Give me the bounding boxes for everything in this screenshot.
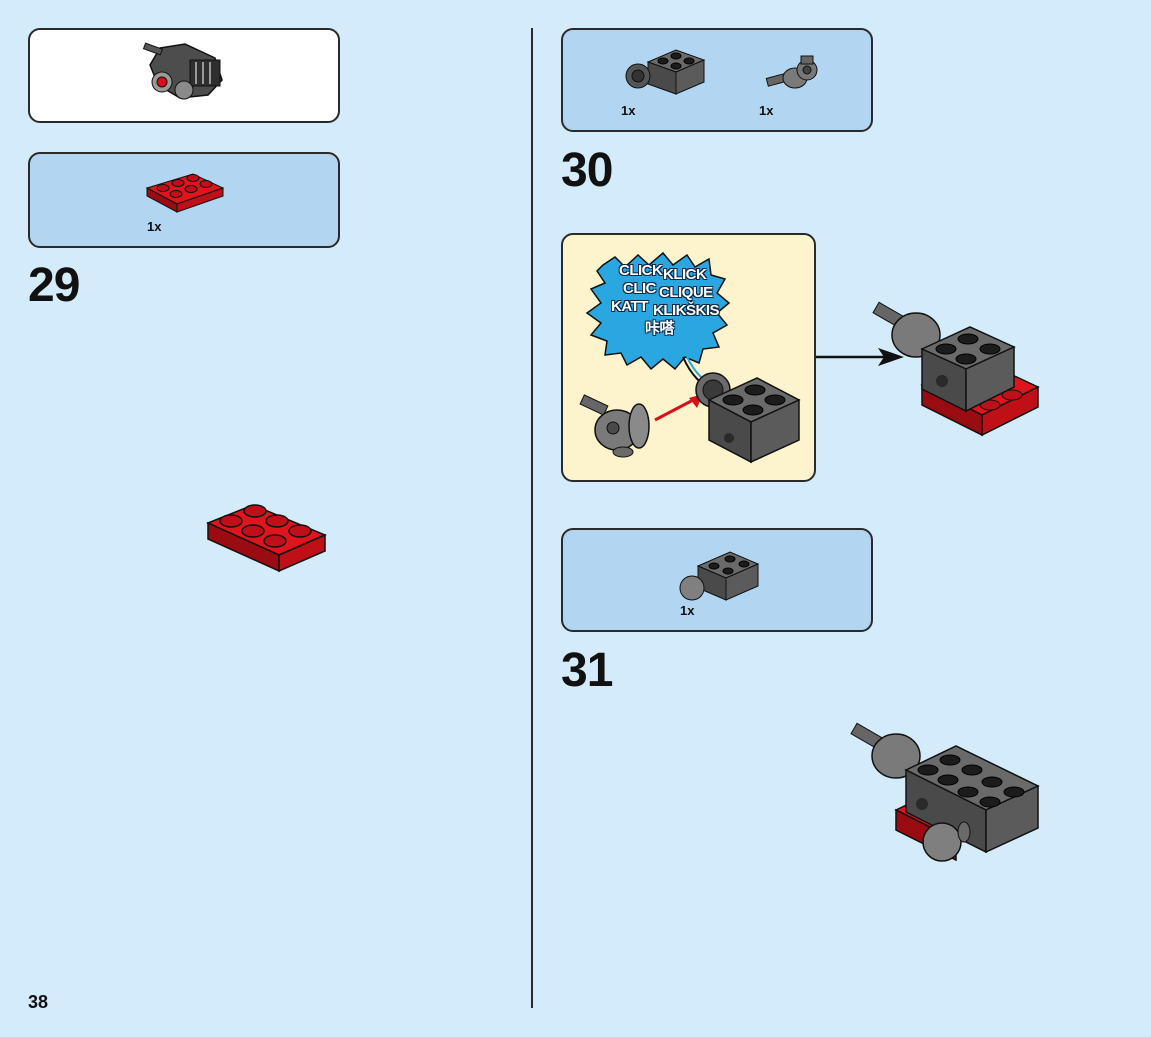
grey-brick-2x2-with-socket-icon — [695, 372, 801, 464]
grey-ball-joint-connector-icon — [765, 55, 818, 89]
click-callout-box: CLICK KLICK CLIC CLIQUE KATT KLIKŠKIS 咔嗒 — [561, 233, 816, 482]
click-word: CLICK — [619, 262, 663, 279]
step-number: 30 — [561, 144, 613, 197]
part-quantity: 1x — [759, 103, 774, 118]
assembled-model-step30-icon — [872, 301, 1040, 437]
assembled-model-step31-icon — [850, 722, 1040, 862]
step31-parts-box: 1x — [561, 528, 873, 632]
click-word: CLIQUE — [659, 284, 713, 301]
click-word: KATT — [611, 298, 648, 315]
part-quantity: 1x — [621, 103, 636, 118]
step-number: 29 — [28, 259, 80, 312]
grey-brick-2x2-with-socket-icon — [625, 49, 706, 95]
click-word: 咔嗒 — [645, 320, 675, 337]
red-plate-2x3-icon — [206, 504, 327, 573]
red-plate-2x3-icon — [145, 173, 225, 213]
subassembly-preview-box — [28, 28, 340, 123]
grey-ball-joint-connector-icon — [579, 394, 650, 458]
click-word: KLICK — [663, 266, 707, 283]
part-quantity: 1x — [680, 603, 695, 618]
part-quantity: 1x — [147, 219, 162, 234]
page-number: 38 — [28, 992, 49, 1012]
click-word: KLIKŠKIS — [653, 302, 720, 319]
step30-parts-box: 1x 1x — [561, 28, 873, 132]
step29-parts-box: 1x — [28, 152, 340, 248]
column-divider — [531, 28, 533, 1008]
result-arrow-icon — [816, 348, 904, 366]
step-number: 31 — [561, 644, 613, 697]
engine-assembly-icon — [142, 42, 223, 100]
grey-brick-with-ball-icon — [679, 551, 760, 601]
click-word: CLIC — [623, 280, 657, 297]
